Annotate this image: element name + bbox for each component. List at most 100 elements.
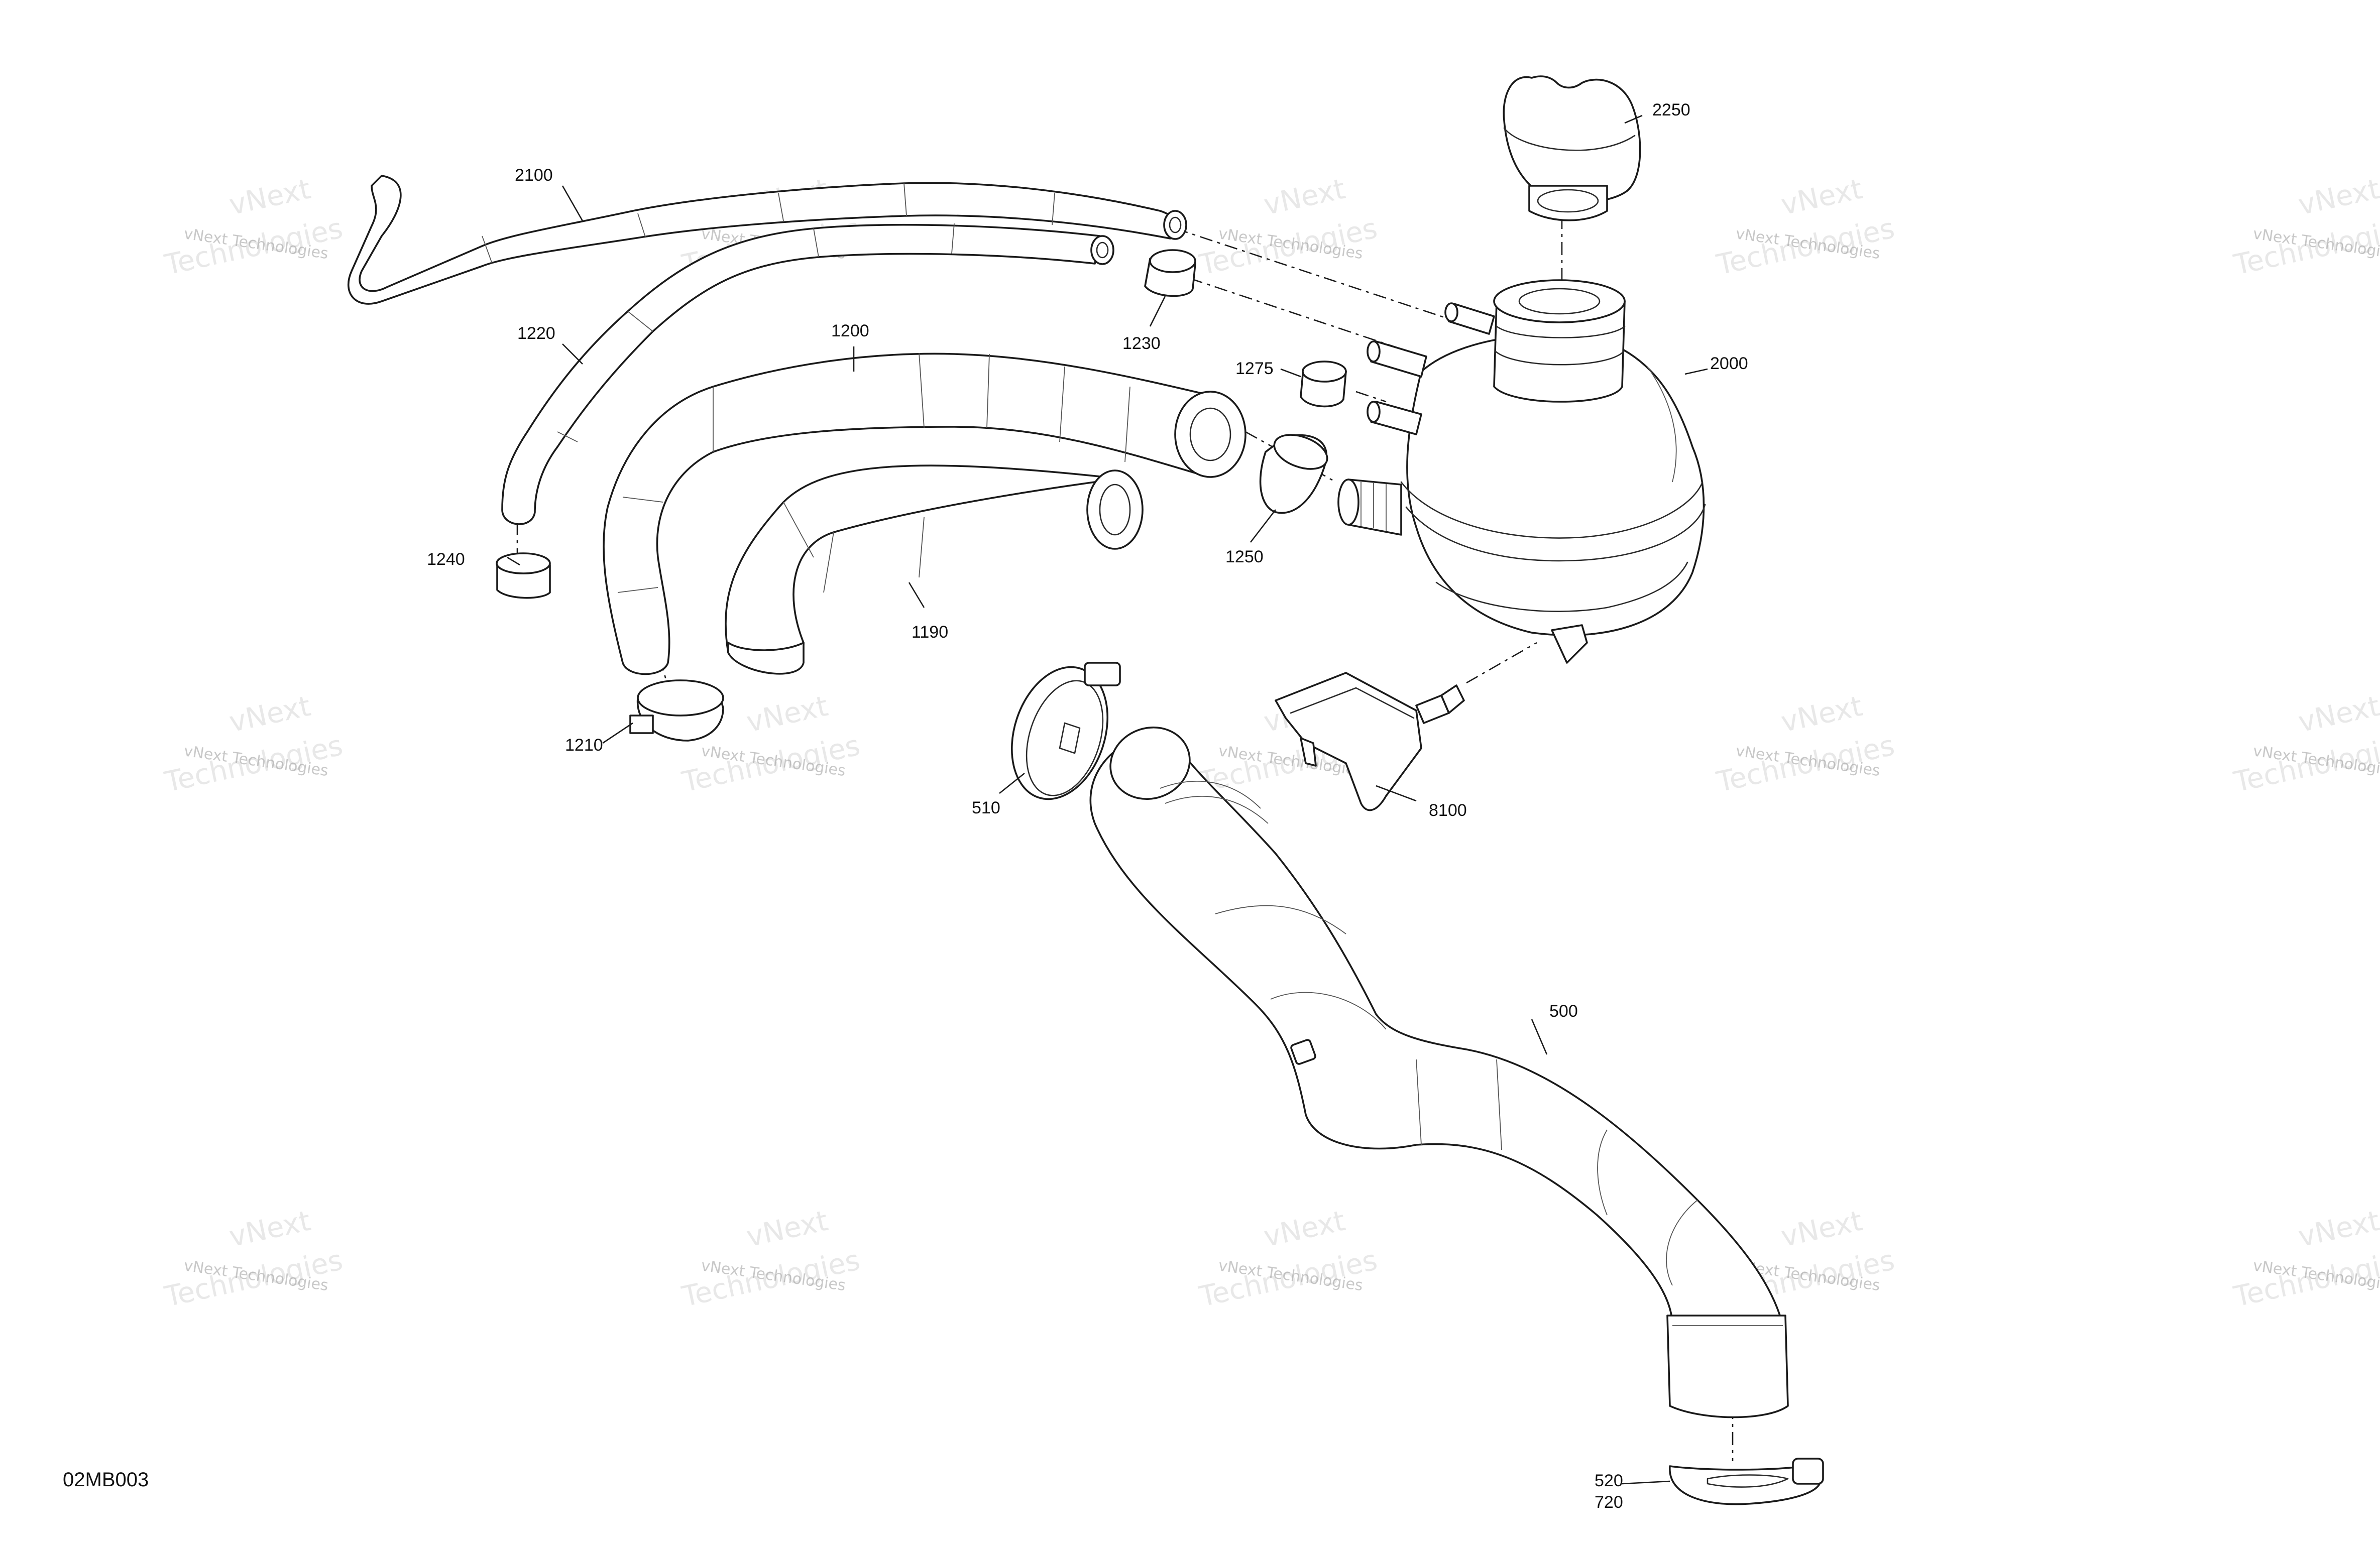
clamp-band	[1010, 666, 1109, 800]
clamp-510[interactable]	[996, 655, 1124, 811]
axis-hose-to-tank	[1175, 227, 1457, 322]
tank-highlight	[1647, 366, 1677, 483]
watermark-brand: vNext	[1261, 173, 1348, 222]
callout-2250: 2250	[1652, 100, 1690, 120]
hose-body	[1089, 732, 1784, 1327]
clamp-1210[interactable]	[629, 679, 724, 742]
cap-edge	[1503, 127, 1636, 151]
tank-drain-boss	[1551, 624, 1588, 664]
watermark-brand: vNext	[226, 690, 314, 739]
hose-segment-lines	[1160, 781, 1783, 1326]
axis-sensor-8100	[1466, 642, 1537, 684]
hose-segment-lines	[617, 352, 1130, 593]
hose-body	[501, 223, 1101, 525]
watermark-brand: vNext	[226, 1205, 314, 1254]
tank-outlet-large	[1337, 479, 1402, 536]
clamp-1250[interactable]	[1259, 428, 1332, 514]
hose-1190[interactable]	[725, 464, 1144, 675]
sensor-face	[1290, 687, 1415, 719]
hose-marker-tab	[1290, 1039, 1316, 1065]
clamp-screw-housing	[1084, 662, 1121, 686]
hose-bore	[1096, 242, 1109, 259]
sensor-housing	[1275, 672, 1422, 811]
clamp-1240[interactable]	[496, 552, 551, 599]
sensor-tab	[1300, 737, 1317, 767]
watermark-brand: vNext	[226, 173, 314, 222]
callout-720: 720	[1595, 1493, 1623, 1512]
callout-8100: 8100	[1429, 801, 1467, 820]
watermark-layer: Technologies vNext vNext Technologies Te…	[162, 173, 2380, 1314]
clamp-rim	[1149, 249, 1196, 273]
hose-end	[1163, 210, 1187, 240]
watermark-brand: vNext	[744, 1205, 831, 1254]
hose-end	[1090, 235, 1114, 265]
drawing-code: 02MB003	[63, 1469, 149, 1491]
tank-neck-threads	[1495, 325, 1626, 366]
tank-nipple-mid	[1367, 340, 1427, 378]
watermark-brand: vNext	[1778, 1205, 1866, 1254]
hose-segment-lines	[482, 183, 1055, 264]
tank-nipple-low	[1367, 401, 1422, 435]
callout-1275: 1275	[1235, 359, 1274, 378]
callout-1190: 1190	[912, 623, 948, 642]
watermark-brand: vNext	[2296, 1205, 2380, 1254]
callout-2000: 2000	[1710, 354, 1748, 373]
clamp-rim	[637, 679, 724, 717]
hose-outlet	[727, 642, 805, 675]
clamp-slot	[1059, 722, 1081, 754]
callout-500: 500	[1549, 1002, 1578, 1021]
hose-outlet	[1666, 1315, 1789, 1418]
tank-nipple-upper	[1444, 302, 1495, 335]
watermark-brand: vNext	[2296, 690, 2380, 739]
callout-2100: 2100	[515, 166, 553, 185]
clamp-inner	[1026, 680, 1104, 796]
watermark-brand: vNext	[744, 690, 831, 739]
sensor-tip	[1440, 684, 1465, 714]
callout-1210: 1210	[565, 736, 603, 755]
watermark-brand: vNext	[1261, 1205, 1348, 1254]
hose-bore	[1169, 216, 1182, 233]
clamp-1275[interactable]	[1300, 361, 1347, 408]
tank-seam-upper	[1400, 481, 1704, 539]
tank-seam-lower	[1405, 504, 1706, 562]
clamp-band	[1669, 1463, 1822, 1505]
level-sensor-8100[interactable]	[1275, 672, 1465, 811]
cap-seal	[1537, 189, 1599, 213]
tank-filler-opening	[1518, 288, 1601, 315]
tank-seam-bottom	[1435, 561, 1688, 612]
hose-end	[1109, 726, 1191, 800]
callout-520: 520	[1595, 1471, 1623, 1490]
clamp-520-720[interactable]	[1669, 1458, 1824, 1505]
hose-2100[interactable]	[347, 175, 1187, 305]
callout-1240: 1240	[427, 550, 465, 569]
callout-1250: 1250	[1225, 547, 1264, 566]
hose-1200[interactable]	[603, 352, 1246, 675]
hose-500[interactable]	[1089, 717, 1789, 1418]
expansion-tank-2000[interactable]	[1337, 279, 1706, 664]
callout-1200: 1200	[831, 321, 869, 340]
clamp-rim	[496, 552, 551, 574]
hose-segment-lines	[783, 502, 925, 593]
watermark-brand: vNext	[1778, 690, 1866, 739]
cap-top	[1503, 75, 1641, 203]
watermark-brand: vNext	[1778, 173, 1866, 222]
clamp-screw-housing	[629, 715, 654, 734]
callout-1230: 1230	[1122, 334, 1161, 353]
cap-skirt	[1528, 185, 1608, 221]
watermark-brand: vNext	[2296, 173, 2380, 222]
hose-body	[603, 352, 1206, 675]
callouts: 2100 2250 1220 1230 2000 1200 1275 1250 …	[427, 100, 1748, 1512]
pressure-cap-2250[interactable]	[1503, 75, 1641, 221]
clamp-slot	[1707, 1474, 1789, 1488]
tank-neck-rim	[1493, 279, 1626, 323]
clamp-1230[interactable]	[1144, 249, 1196, 297]
hose-1220[interactable]	[501, 223, 1114, 525]
tank-neck	[1493, 300, 1626, 403]
clamp-screw-housing	[1792, 1458, 1824, 1485]
hose-bore	[1189, 407, 1231, 461]
clamp-rim	[1273, 434, 1328, 470]
hose-end	[1086, 469, 1144, 550]
hose-segment-lines	[557, 223, 955, 442]
axis-clamp-1275	[1355, 391, 1387, 403]
